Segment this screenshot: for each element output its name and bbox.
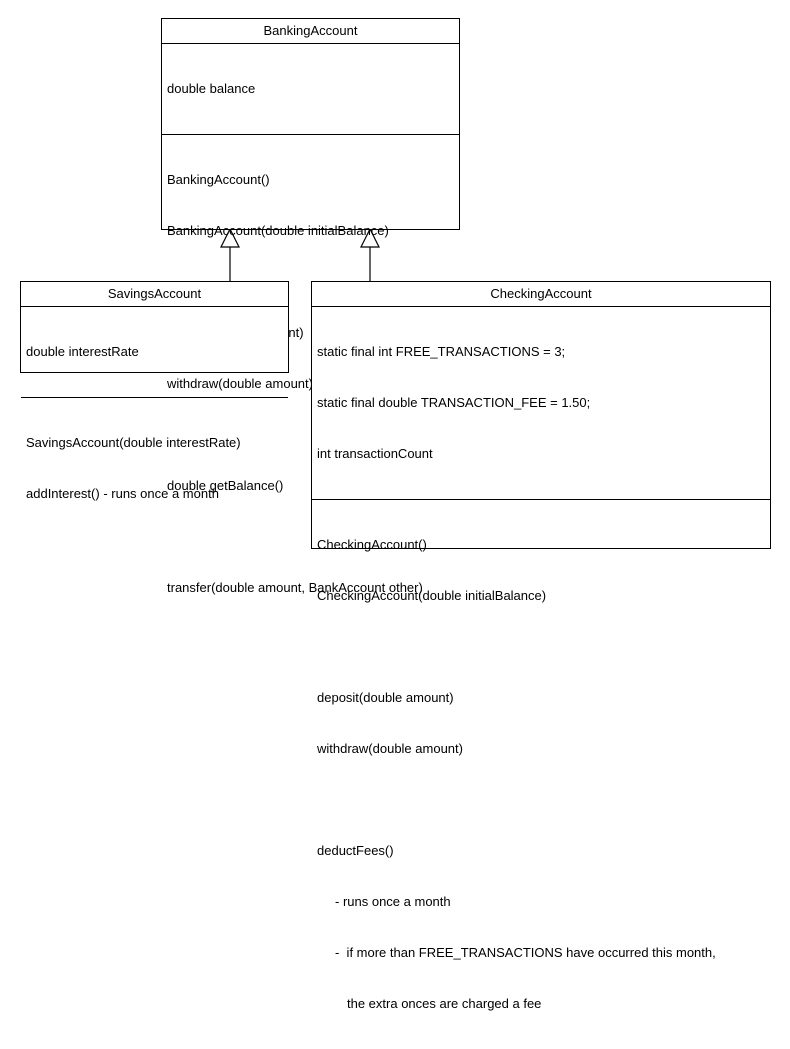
- attribute-line: double balance: [167, 81, 256, 96]
- method-line: deductFees(): [317, 843, 394, 858]
- attributes-compartment-banking-account: double balance: [162, 44, 459, 135]
- method-line: BankingAccount(): [167, 172, 270, 187]
- methods-compartment-checking-account: CheckingAccount() CheckingAccount(double…: [312, 500, 770, 1049]
- method-line: BankingAccount(double initialBalance): [167, 223, 389, 238]
- method-spacer: [317, 638, 770, 655]
- attribute-line: double interestRate: [26, 344, 139, 359]
- class-box-banking-account[interactable]: BankingAccount double balance BankingAcc…: [161, 18, 460, 595]
- method-line: withdraw(double amount): [317, 741, 463, 756]
- method-note-line: - runs once a month: [335, 894, 451, 909]
- method-line: CheckingAccount(): [317, 537, 427, 552]
- class-box-checking-account[interactable]: CheckingAccount static final int FREE_TR…: [311, 281, 771, 1011]
- class-box-savings-account[interactable]: SavingsAccount double interestRate Savin…: [20, 281, 289, 501]
- class-name-savings-account: SavingsAccount: [21, 282, 288, 307]
- attributes-compartment-savings-account: double interestRate: [21, 307, 288, 398]
- attribute-line: int transactionCount: [317, 446, 433, 461]
- method-spacer: [317, 791, 770, 808]
- method-line: double getBalance(): [167, 478, 284, 493]
- method-line: addInterest() - runs once a month: [26, 486, 219, 501]
- method-line: CheckingAccount(double initialBalance): [317, 588, 547, 603]
- method-note-line: the extra onces are charged a fee: [347, 996, 542, 1011]
- attribute-line: static final double TRANSACTION_FEE = 1.…: [317, 395, 591, 410]
- method-line: deposit(double amount): [317, 690, 454, 705]
- attributes-compartment-checking-account: static final int FREE_TRANSACTIONS = 3; …: [312, 307, 770, 500]
- methods-compartment-savings-account: SavingsAccount(double interestRate) addI…: [21, 398, 288, 539]
- attribute-line: static final int FREE_TRANSACTIONS = 3;: [317, 344, 566, 359]
- method-line: withdraw(double amount): [167, 376, 313, 391]
- method-line: SavingsAccount(double interestRate): [26, 435, 241, 450]
- class-name-checking-account: CheckingAccount: [312, 282, 770, 307]
- class-name-banking-account: BankingAccount: [162, 19, 459, 44]
- method-note-line: - if more than FREE_TRANSACTIONS have oc…: [335, 945, 716, 960]
